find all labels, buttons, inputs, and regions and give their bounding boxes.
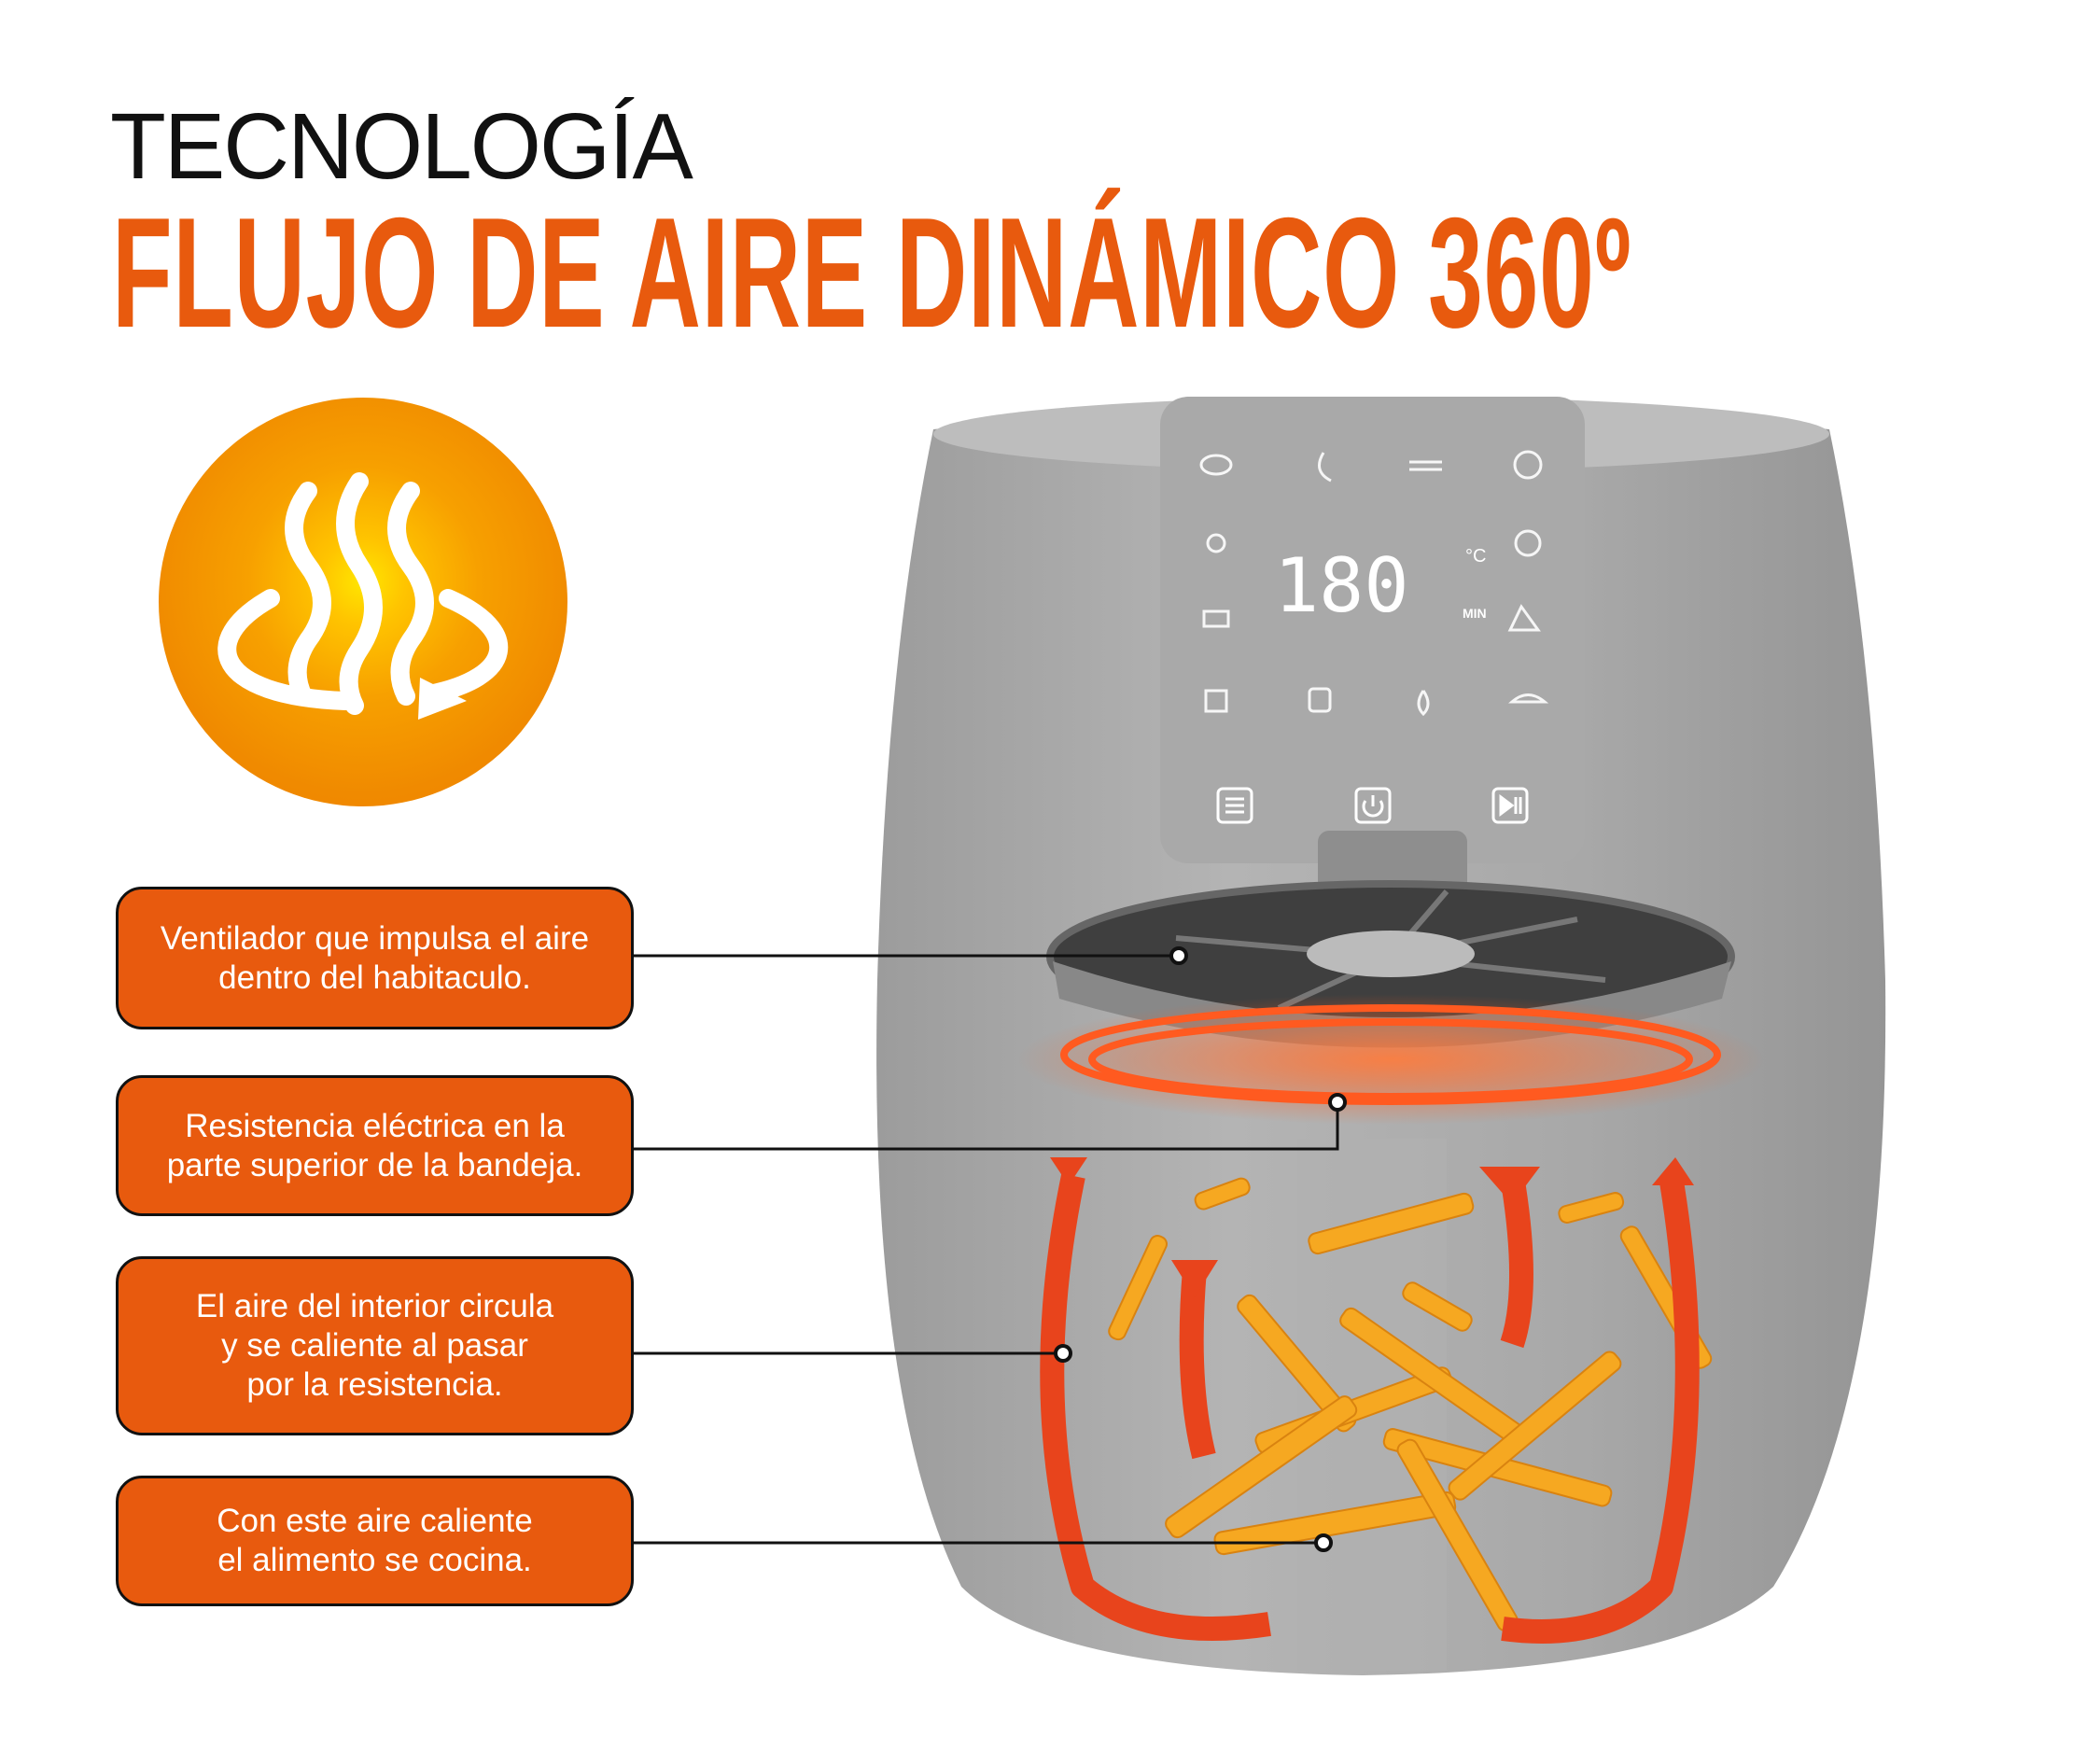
- power-button[interactable]: [1354, 787, 1392, 824]
- kicker-heading: TECNOLOGÍA: [110, 94, 693, 199]
- callout-text: dentro del habitaculo.: [218, 959, 531, 996]
- callout-fan: Ventilador que impulsa el aire dentro de…: [116, 887, 634, 1029]
- control-panel: [1160, 397, 1585, 863]
- temperature-display: 180: [1274, 542, 1409, 629]
- play-pause-button[interactable]: [1491, 787, 1529, 824]
- time-label: MIN: [1463, 606, 1487, 621]
- callout-text: el alimento se cocina.: [217, 1542, 532, 1578]
- callout-heating-element: Resistencia eléctrica en la parte superi…: [116, 1075, 634, 1216]
- menu-button[interactable]: [1216, 787, 1253, 824]
- callout-text: parte superior de la bandeja.: [166, 1146, 583, 1183]
- callout-air-circulation: El aire del interior circula y se calien…: [116, 1256, 634, 1435]
- callout-text: por la resistencia.: [246, 1366, 503, 1403]
- leader-lines: [634, 954, 1339, 1545]
- callout-text: y se caliente al pasar: [221, 1327, 528, 1364]
- fries: [1108, 1177, 1713, 1631]
- callout-text: El aire del interior circula: [195, 1288, 554, 1324]
- callout-text: Con este aire caliente: [217, 1503, 533, 1539]
- callout-text: Ventilador que impulsa el aire: [160, 919, 590, 957]
- main-title: FLUJO DE AIRE DINÁMICO 360º: [112, 185, 1631, 360]
- leader-dots: [1054, 946, 1347, 1552]
- preset-icons: [1199, 450, 1549, 717]
- temperature-unit: °C: [1465, 546, 1486, 567]
- callout-text: Resistencia eléctrica en la: [185, 1107, 565, 1144]
- hot-air-360-icon: [159, 398, 567, 806]
- callout-cooking: Con este aire caliente el alimento se co…: [116, 1476, 634, 1606]
